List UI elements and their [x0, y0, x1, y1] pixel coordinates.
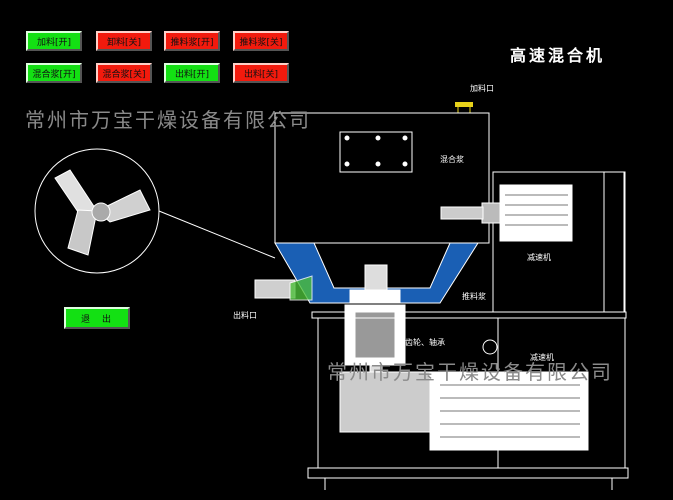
gear-bearing-label: 齿轮、轴承	[405, 338, 445, 347]
mixing-paddle-label: 混合浆	[440, 155, 464, 164]
company-watermark: 常州市万宝干燥设备有限公司	[25, 108, 311, 132]
outlet-open-button[interactable]: 出料[开]	[164, 63, 220, 83]
inspection-plate	[339, 131, 413, 173]
mix-paddle-open-button[interactable]: 混合浆[开]	[26, 63, 82, 83]
page-title: 高速混合机	[510, 46, 606, 65]
mixing-bowl	[274, 242, 479, 304]
feed-port-icon	[455, 102, 473, 107]
mix-paddle-close-button[interactable]: 混合浆[关]	[96, 63, 152, 83]
exit-button[interactable]: 退出	[64, 307, 130, 329]
discharge-port-label: 出料口	[233, 311, 257, 320]
discharge-close-button[interactable]: 卸料[关]	[96, 31, 152, 51]
push-paddle-open-button[interactable]: 推料浆[开]	[164, 31, 220, 51]
feed-open-button[interactable]: 加料[开]	[26, 31, 82, 51]
outlet-close-button[interactable]: 出料[关]	[233, 63, 289, 83]
push-paddle-label: 推料浆	[462, 292, 486, 301]
reducer-bottom-label: 减速机	[530, 353, 554, 362]
mix-paddle-shaft	[440, 206, 484, 220]
impeller-icon	[54, 169, 151, 256]
company-watermark-bottom: 常州市万宝干燥设备有限公司	[327, 360, 613, 384]
push-paddle-close-button[interactable]: 推料浆[关]	[233, 31, 289, 51]
feed-port-label: 加料口	[470, 84, 494, 93]
reducer-top-label: 减速机	[527, 253, 551, 262]
